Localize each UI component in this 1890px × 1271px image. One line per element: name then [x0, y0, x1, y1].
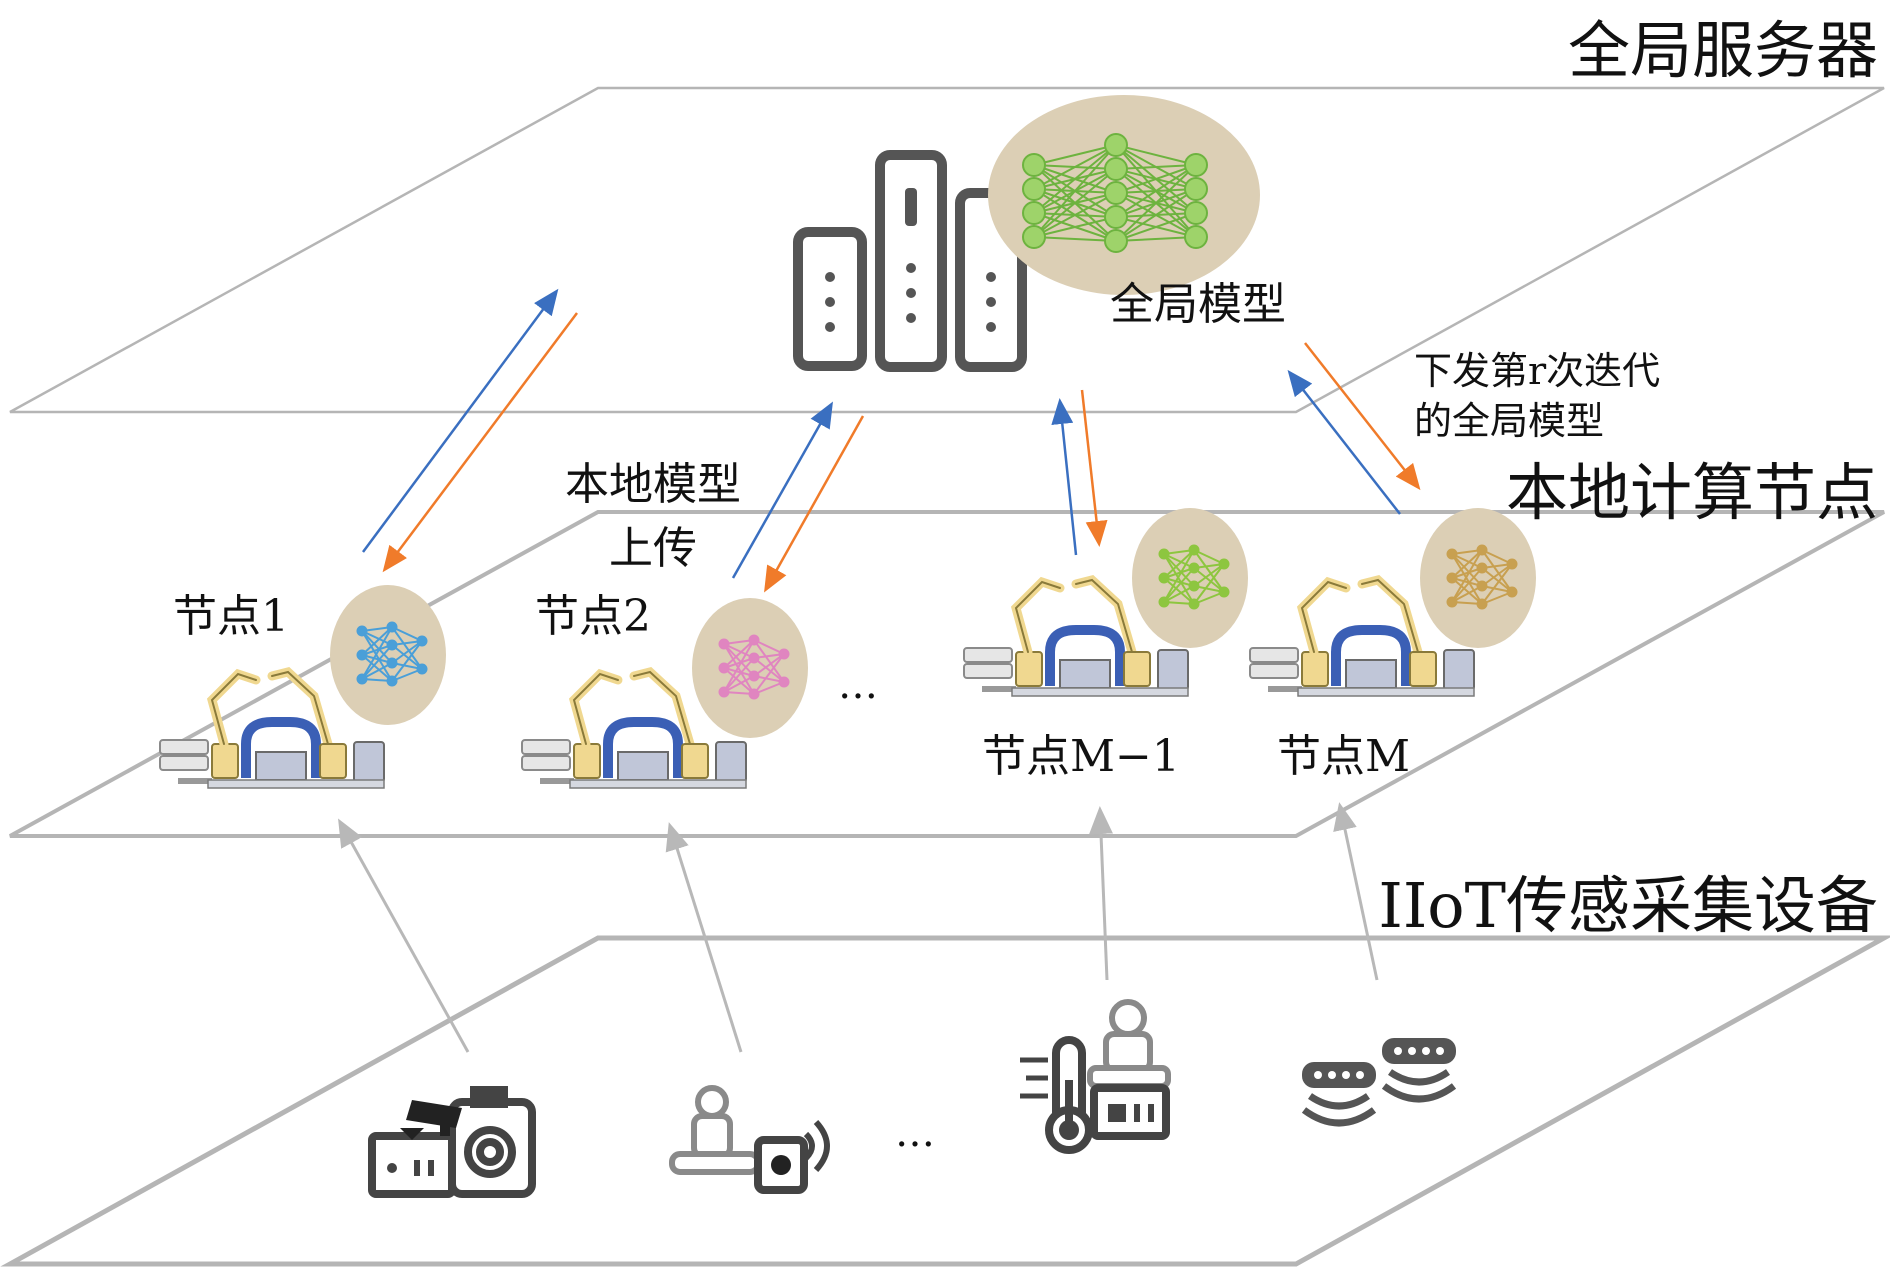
network-neuron: [1022, 153, 1046, 177]
download-annotation-line1: 下发第r次迭代: [1414, 349, 1661, 393]
network-edge: [1115, 144, 1197, 166]
network-neuron: [1184, 177, 1208, 201]
node-m-label: 节点M: [1277, 731, 1411, 782]
network-neuron: [1104, 229, 1128, 253]
network-neuron: [1104, 205, 1128, 229]
network-edge: [1115, 164, 1197, 170]
network-edge: [1115, 164, 1197, 194]
iiot-device-layer-title: IIoT传感采集设备: [1378, 869, 1878, 942]
network-neuron: [1022, 177, 1046, 201]
nodes-ellipsis: …: [838, 662, 878, 708]
sensor-icon: [754, 1136, 808, 1194]
network-neuron: [1184, 201, 1208, 225]
robot-worker-icon: [669, 1085, 761, 1175]
network-edge: [1115, 188, 1197, 242]
node-m-minus-1-model: [1132, 508, 1248, 648]
network-edge: [1033, 216, 1117, 238]
thermometer-icon: [1020, 1036, 1093, 1154]
network-edge: [1115, 164, 1197, 242]
network-edge: [1033, 144, 1117, 190]
node-1-model: [330, 585, 446, 725]
network-neuron: [1184, 225, 1208, 249]
sensor-arrows: [338, 802, 1379, 1053]
upload-annotation-line2: 上传: [609, 523, 697, 574]
network-neuron: [1104, 157, 1128, 181]
download-annotation-line2: 的全局模型: [1414, 399, 1605, 443]
network-neuron: [1022, 225, 1046, 249]
network-neuron: [1184, 153, 1208, 177]
neural-network-icon: [1022, 133, 1208, 253]
devices-ellipsis: …: [895, 1110, 935, 1156]
network-edge: [1115, 164, 1197, 218]
wifi-signal-icon: [803, 1119, 830, 1173]
camera-icon: [448, 1086, 536, 1198]
network-neuron: [1104, 181, 1128, 205]
download-arrows: [382, 312, 1421, 593]
network-edge: [1115, 236, 1197, 242]
network-neuron: [1104, 133, 1128, 157]
upload-arrows: [361, 288, 1401, 579]
global-model-label: 全局模型: [1110, 279, 1286, 330]
node-2-model: [692, 598, 808, 738]
node-2-label: 节点2: [535, 591, 651, 642]
network-neuron: [1022, 201, 1046, 225]
network-edge: [1033, 168, 1117, 238]
network-edge: [1033, 144, 1117, 238]
iiot-device-plane: [0, 935, 1890, 1267]
network-edge: [1033, 236, 1117, 242]
network-edge: [1033, 144, 1117, 166]
network-edge: [1033, 192, 1117, 238]
global-server-plane: [9, 86, 1885, 414]
server-led-dots: [825, 188, 996, 332]
global-server-layer-title: 全局服务器: [1567, 14, 1878, 87]
local-compute-layer-title: 本地计算节点: [1505, 456, 1878, 529]
server-icon: [793, 150, 1027, 372]
robot-worker-icon: [1087, 999, 1171, 1089]
network-edge: [1115, 212, 1197, 242]
node-m-minus-1-label: 节点M−1: [982, 731, 1180, 782]
network-edge: [1033, 144, 1117, 214]
wifi-signal-icon: [1301, 1038, 1457, 1127]
node-1-label: 节点1: [173, 591, 289, 642]
sensor-icon: [368, 1100, 462, 1198]
upload-annotation-line1: 本地模型: [565, 459, 741, 510]
node-m-model: [1420, 508, 1536, 648]
sensor-icon: [1090, 1084, 1170, 1140]
